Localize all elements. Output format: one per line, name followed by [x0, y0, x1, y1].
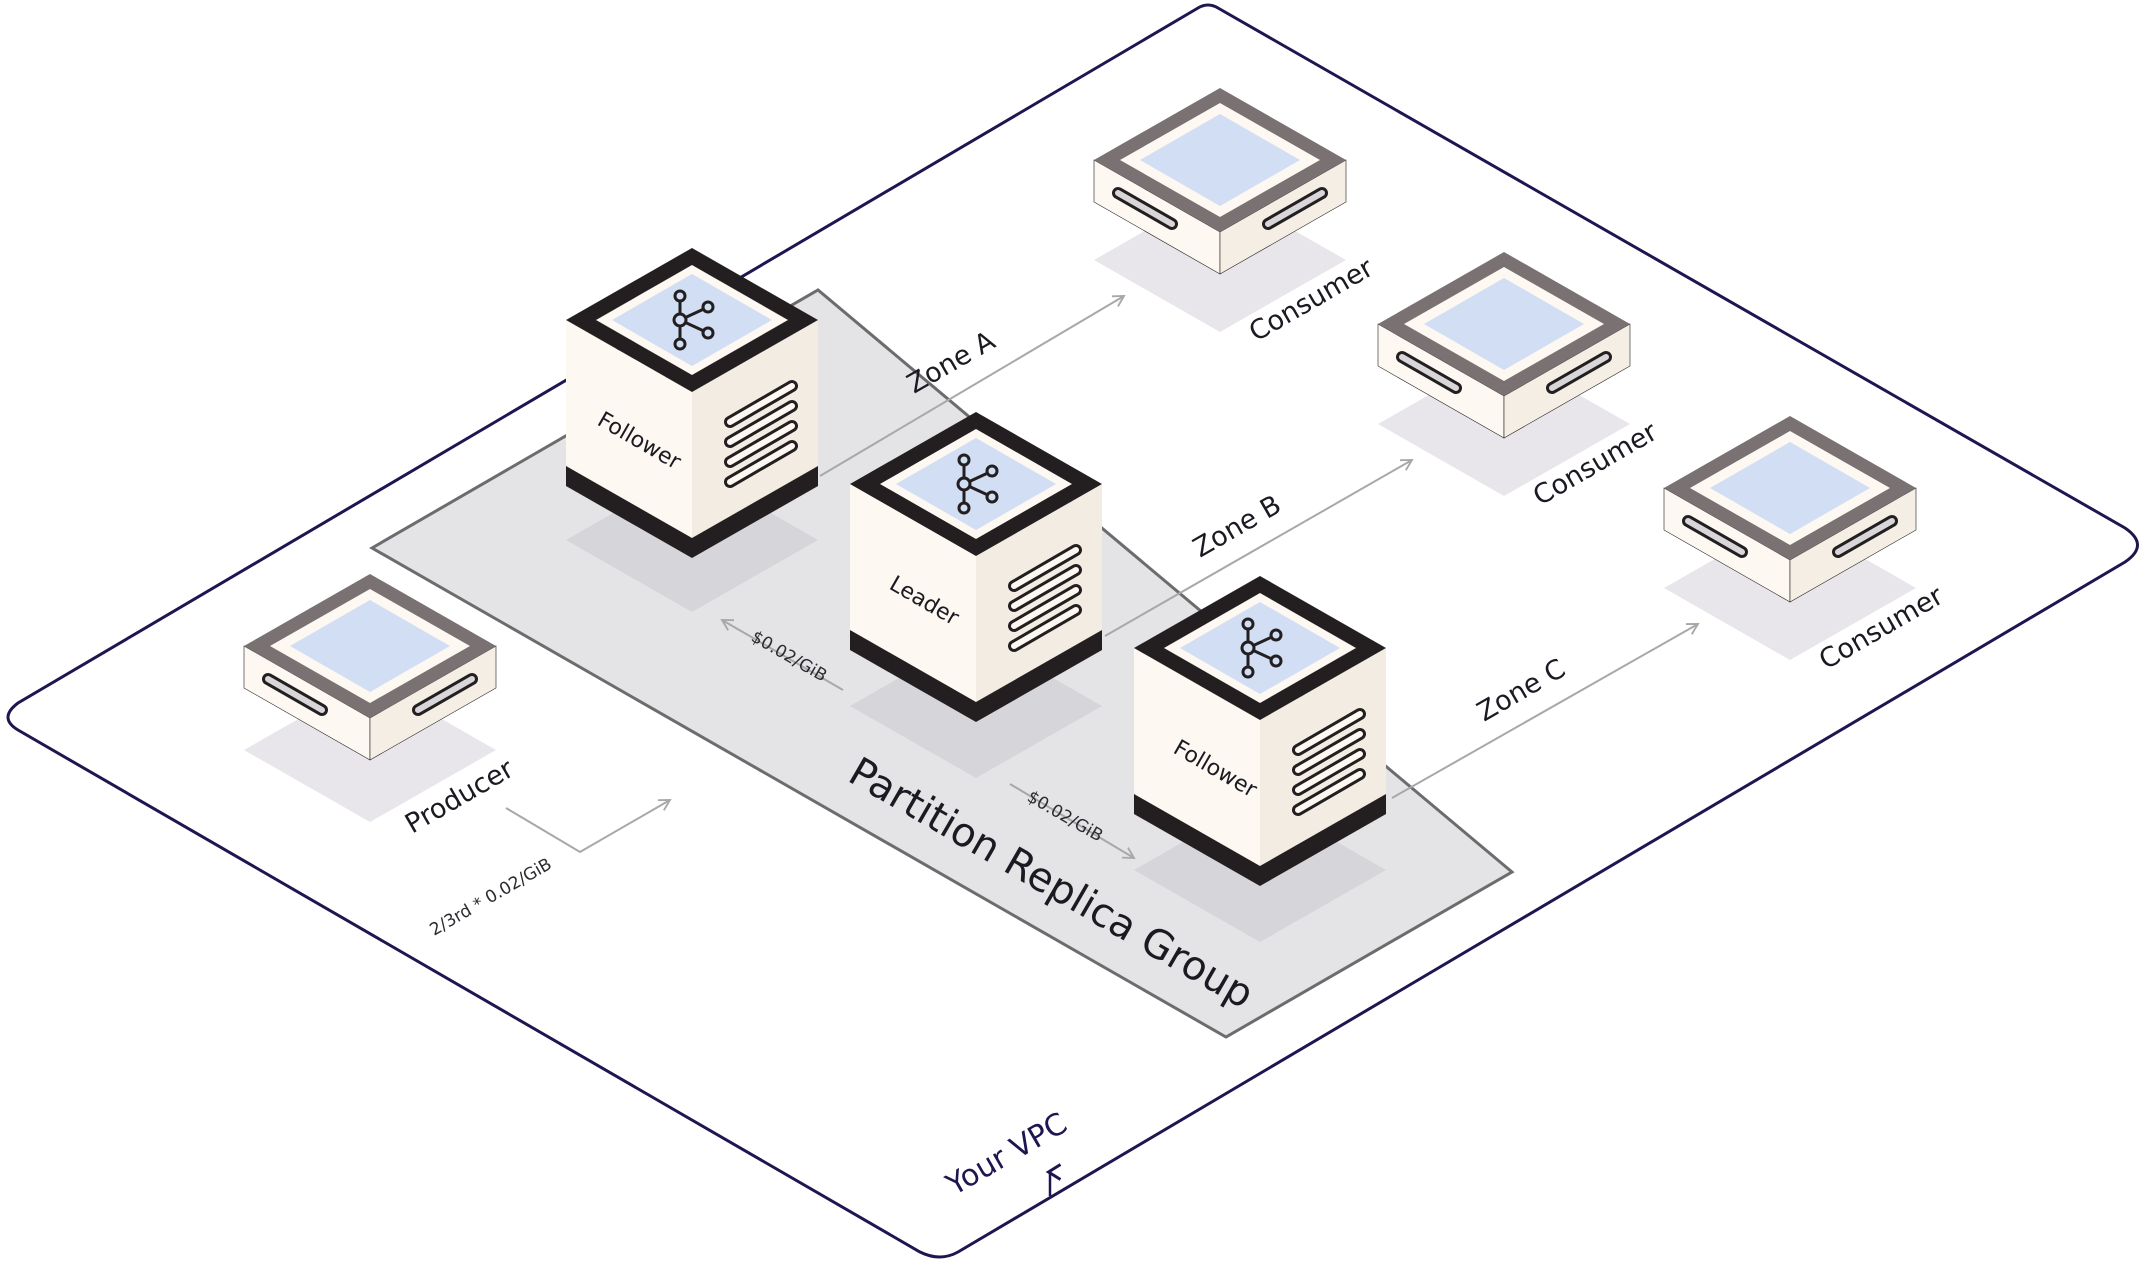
- consumer-device: [1663, 416, 1917, 603]
- consumer-device: [1093, 88, 1347, 275]
- arrow-producer: [505, 799, 672, 854]
- arrow-zone-c: [1391, 623, 1700, 799]
- arrow-leader-to-follower-a: [720, 619, 844, 691]
- storage-icon: [1008, 544, 1082, 652]
- broker-leader: [850, 412, 1102, 722]
- storage-icon: [724, 380, 798, 488]
- kafka-icon: [956, 453, 999, 515]
- arrow-zone-a: [819, 295, 1126, 477]
- producer-device: [243, 574, 497, 761]
- broker-follower-a: [566, 248, 818, 558]
- arrow-zone-b: [1104, 459, 1414, 637]
- kafka-icon: [1240, 617, 1283, 679]
- consumer-device: [1377, 252, 1631, 439]
- broker-follower-c: [1134, 576, 1386, 886]
- kafka-icon: [672, 289, 715, 351]
- storage-icon: [1292, 708, 1366, 816]
- flow-arrows: [505, 295, 1700, 859]
- arrow-leader-to-follower-c: [1009, 783, 1136, 859]
